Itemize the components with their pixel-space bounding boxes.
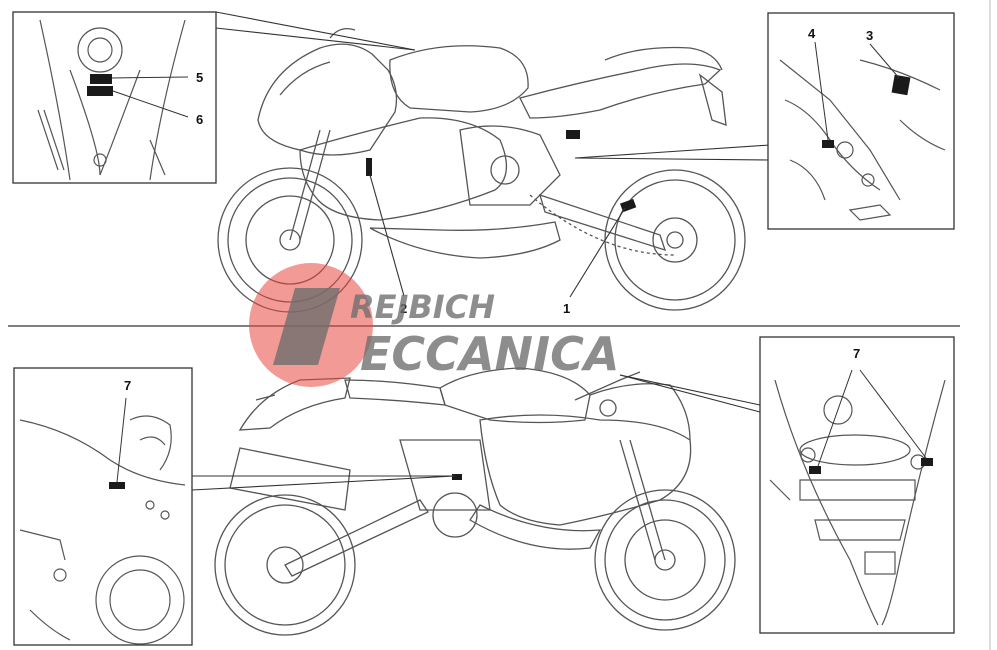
label-patch-7-right-b: [921, 458, 933, 466]
callout-7-right: 7: [853, 346, 860, 361]
label-patch-7-right-a: [809, 466, 821, 474]
callout-7-left: 7: [124, 378, 131, 393]
inset-top-right: 4 3: [767, 12, 955, 230]
motorcycle-left-side: [214, 367, 736, 636]
watermark-logo: REJBICH ECCANICA: [249, 263, 620, 387]
motorcycle-right-side: [217, 27, 746, 313]
label-patch-7-left: [109, 482, 125, 489]
label-patch-5: [90, 74, 112, 84]
watermark-line1: REJBICH: [350, 288, 495, 326]
label-patch-4: [822, 140, 834, 148]
callout-6: 6: [196, 112, 203, 127]
callout-3: 3: [866, 28, 873, 43]
label-patch-7-bottom: [452, 474, 462, 480]
watermark-line2: ECCANICA: [360, 327, 620, 381]
inset-bottom-left: 7: [13, 367, 193, 646]
callout-1: 1: [563, 301, 570, 316]
callout-4: 4: [808, 26, 816, 41]
leader-lines-bottom: [191, 374, 761, 491]
label-patch-frame: [566, 130, 580, 139]
label-patch-3: [891, 74, 911, 96]
callout-5: 5: [196, 70, 203, 85]
leader-lines-top: [215, 11, 771, 298]
callout-2: 2: [400, 301, 407, 316]
inset-bottom-right: 7: [759, 336, 955, 634]
inset-top-left: 5 6: [12, 11, 217, 184]
label-patch-2: [366, 158, 372, 176]
label-patch-6: [87, 86, 113, 96]
